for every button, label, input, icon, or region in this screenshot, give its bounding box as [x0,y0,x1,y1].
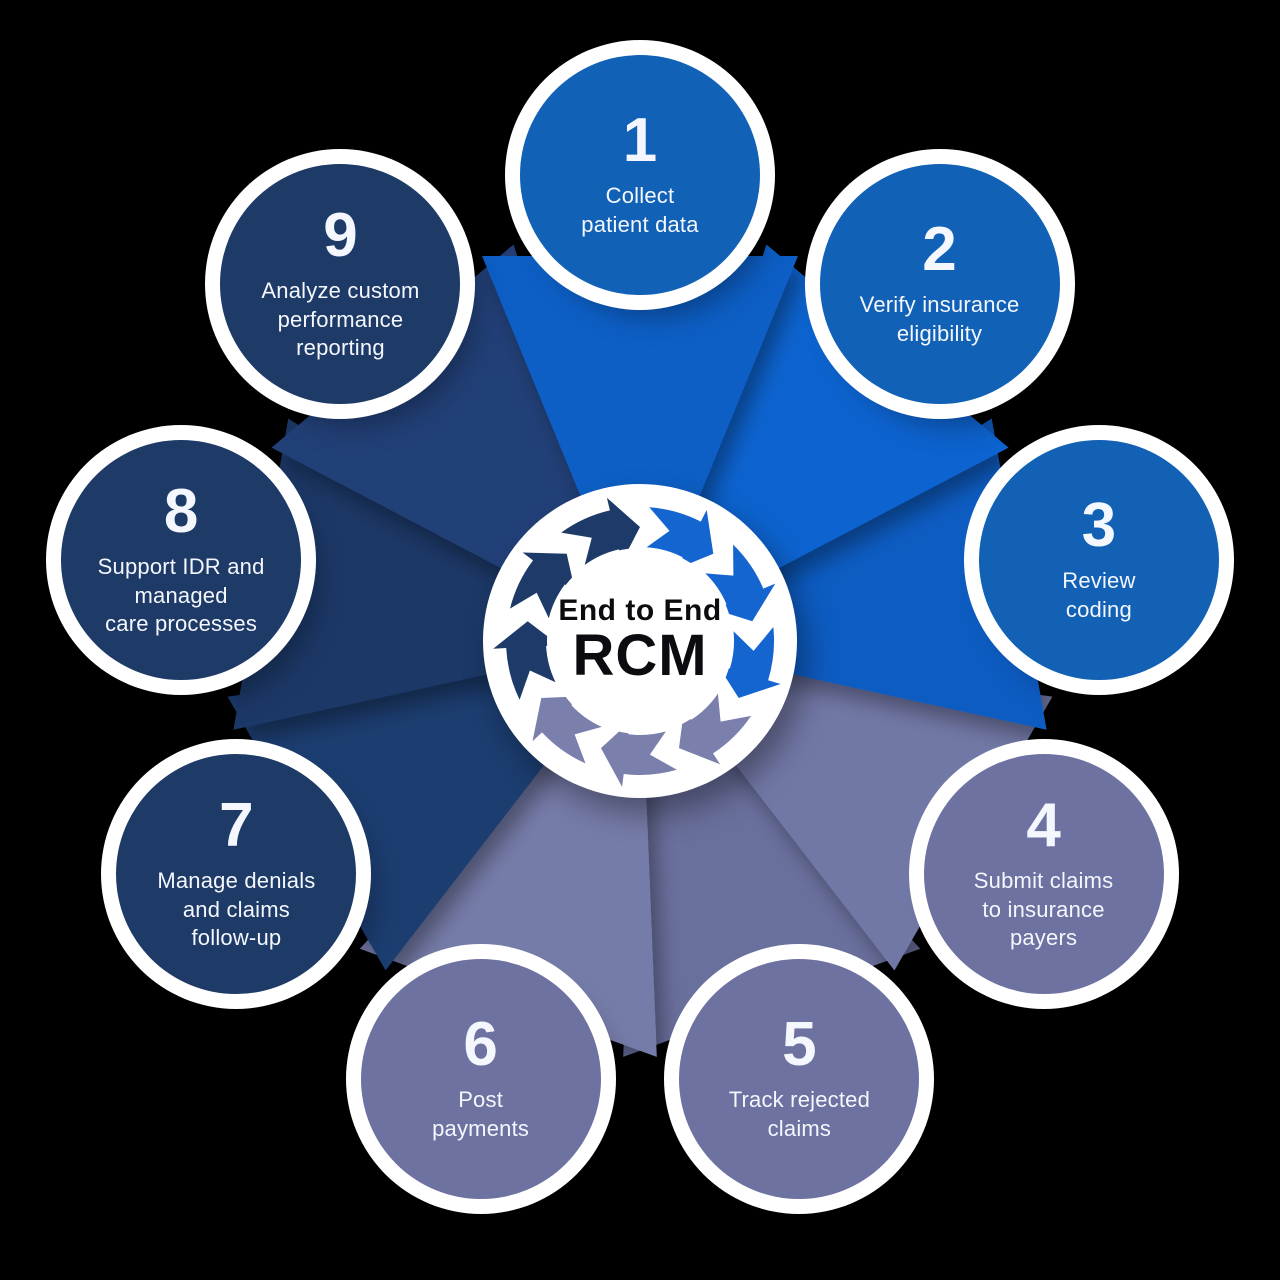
step-number: 3 [1081,491,1117,561]
step-number: 2 [922,215,957,285]
step-number: 1 [622,106,658,176]
cycle-arrow-segment [532,696,602,764]
step-number: 9 [323,201,358,271]
cycle-arrow-segment [601,721,677,787]
step-label: Verify insurance eligibility [859,292,1020,347]
cycle-arrow-segment [510,552,576,619]
center-title-line2: RCM [572,623,708,689]
cycle-arrow-segment [561,497,640,565]
step-label: Support IDR and managed care processes [97,554,265,637]
step-number: 8 [163,477,199,547]
cycle-arrow-segment [705,544,776,622]
step-number: 4 [1026,791,1061,861]
circular-arrows-cycle-icon [493,497,781,787]
cycle-arrow-segment [646,507,714,569]
step-label: Manage denials and claims follow-up [157,868,316,951]
step-label: Submit claims to insurance payers [973,868,1114,951]
step-label: Analyze custom performance reporting [261,278,420,361]
step-number: 5 [782,1010,817,1080]
center-badge: End to End RCM [483,484,797,798]
cycle-arrow-segment [679,693,752,765]
step-number: 6 [463,1010,498,1080]
cycle-arrow-segment [493,621,560,700]
step-label: Track rejected claims [728,1087,871,1141]
center-label: End to End RCM [547,548,733,734]
step-label: Collect patient data [581,183,699,237]
center-title-line1: End to End [558,593,722,627]
step-label: Review coding [1062,568,1136,623]
step-number: 7 [219,791,254,861]
cycle-arrow-segment [717,627,781,698]
step-wedge-1 [482,256,798,641]
step-label: Post payments [432,1087,530,1141]
